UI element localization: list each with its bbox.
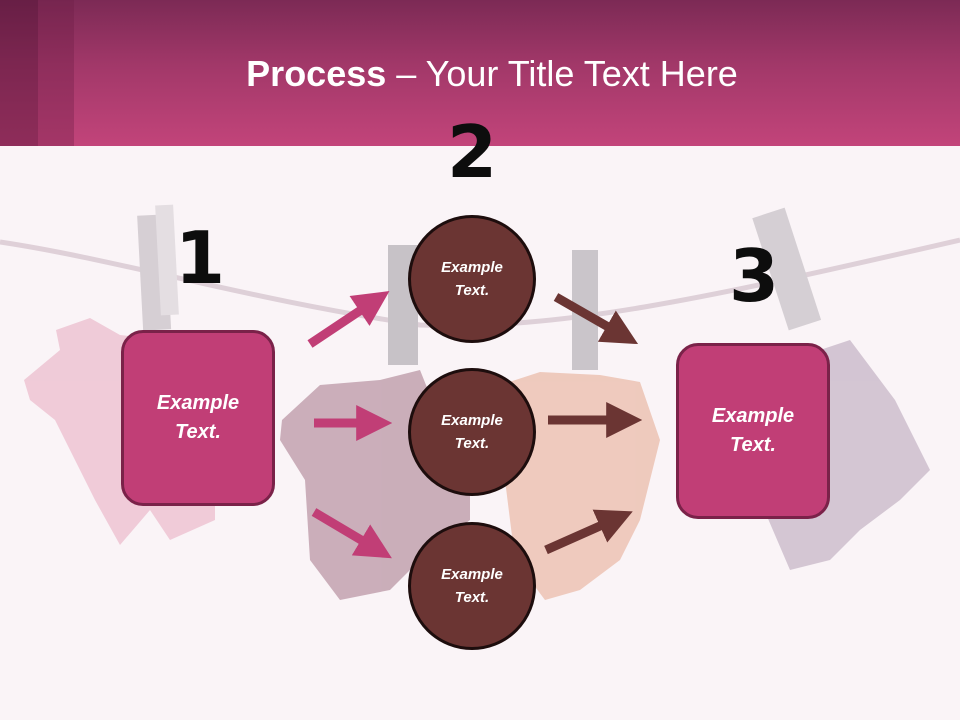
arrow-up-right-brown (544, 509, 633, 555)
header-stripe-dark (0, 0, 38, 146)
circle-middle-text: Example Text. (441, 412, 503, 452)
step-1-box[interactable]: Example Text. (121, 330, 275, 506)
arrow-up-right-pink (307, 291, 390, 348)
circle-bottom-text: Example Text. (441, 566, 503, 606)
step-3-box[interactable]: Example Text. (676, 343, 830, 519)
title-bold: Process (246, 53, 387, 94)
step-number-1: 1 (174, 216, 226, 300)
step-2-circle-bottom[interactable]: Example Text. (408, 522, 536, 650)
slide-title: Process – Your Title Text Here (0, 52, 960, 96)
title-rest: – Your Title Text Here (386, 53, 738, 94)
step-2-circle-middle[interactable]: Example Text. (408, 368, 536, 496)
step-3-text: Example Text. (711, 405, 795, 456)
circle-top-text: Example Text. (441, 259, 503, 299)
arrow-down-right-pink (311, 508, 392, 559)
step-2-circle-top[interactable]: Example Text. (408, 215, 536, 343)
arrow-down-right-brown (553, 293, 639, 345)
step-number-2: 2 (446, 110, 498, 194)
step-number-3: 3 (728, 234, 780, 318)
title-bar (0, 0, 960, 146)
header-stripe-light (38, 0, 74, 146)
step-1-text: Example Text. (156, 392, 240, 443)
